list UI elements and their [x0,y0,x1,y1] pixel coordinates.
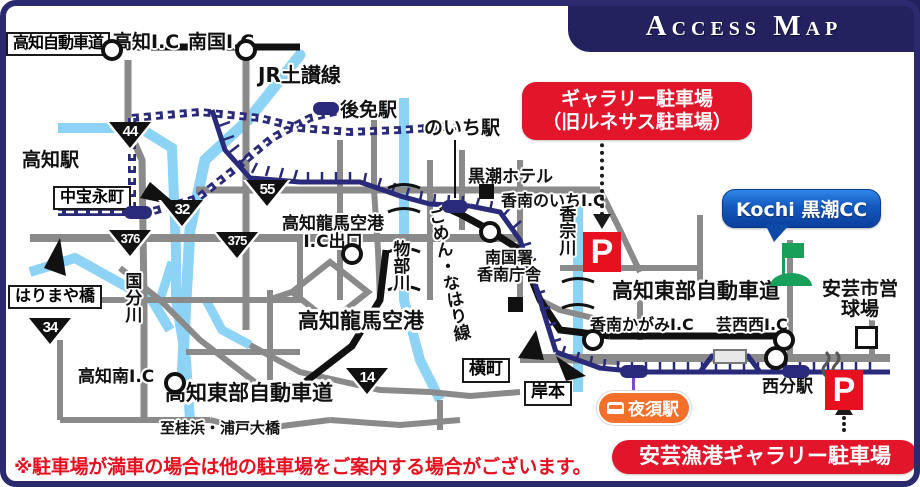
route-shield-14: 14 [343,368,391,398]
route-number: 14 [359,369,376,386]
station-leader-yasu [632,376,635,392]
label-jr-dosan-line: JR土讃線 [258,63,341,87]
label-kochi-ryoma-airport: 高知龍馬空港 [298,309,424,333]
route-shield-32: 32 [158,200,206,230]
callout-aki-port-parking: 安芸漁港ギャラリー駐車場 [612,440,918,474]
route-number: 44 [122,123,139,140]
label-nakahoeicho: 中宝永町 [53,186,132,210]
building-aki-stadium [855,326,878,349]
label-kochi-expressway: 高知自動車道 [6,32,111,56]
node-airport-ic [341,243,363,265]
station-dot-kochi [124,206,152,219]
route-shield-375: 375 [213,232,261,262]
station-dot-yasu [620,365,648,378]
route-number: 375 [227,233,248,248]
label-yokomachi: 横町 [462,358,510,383]
label-konan-kagami-ic: 香南かがみI.C [590,315,694,334]
label-kochi-east-expwy-east: 高知東部自動車道 [612,279,780,303]
building-nangoku-police [508,297,523,312]
route-shield-34: 34 [26,318,74,348]
route-number: 55 [259,181,276,198]
callout-arrow-gallery [593,214,611,229]
bridge-marks-layer [387,183,595,310]
golf-flag-icon [770,243,812,287]
station-dot-noichi [442,200,468,213]
page-title-banner: Access Map [568,0,920,52]
parking-marker-gallery: P [583,232,621,272]
route-number: 376 [120,231,141,246]
callout-gallery-parking: ギャラリー駐車場 （旧ルネサス駐車場） [522,82,752,141]
parking-disclaimer: ※駐車場が満車の場合は他の駐車場をご案内する場合がございます。 [14,456,592,478]
callout-line-1: ギャラリー駐車場 [560,88,713,110]
callout-kochi-cc-label: Kochi 黒潮CC [736,199,868,221]
callout-aki-port-label: 安芸漁港ギャラリー駐車場 [639,444,891,468]
callout-leader-aki-port [842,416,846,432]
label-kuroshio-hotel: 黒潮ホテル [468,167,553,187]
label-konan-noichi-ic: 香南のいちI.C [501,191,605,210]
callout-leader-gallery [600,128,604,216]
page-title: Access Map [645,9,843,42]
label-nangoku-police: 南国署 香南庁舎 [477,248,542,285]
callout-kochi-cc: Kochi 黒潮CC [722,189,882,242]
route-shield-55: 55 [243,180,291,210]
label-to-katsurahama: 至桂浜・浦戸大橋 [160,419,281,437]
station-badge-yasu: 夜須駅 [597,391,691,425]
route-number: 34 [42,319,59,336]
label-geisei-nishi-ic: 芸西西I.C [716,315,788,334]
label-nishibun-station: 西分駅 [762,377,813,397]
callout-line-2: （旧ルネサス駐車場） [542,111,732,134]
label-kokubungawa: 国分川 [121,272,142,323]
label-aki-stadium: 安芸市営 球場 [822,278,899,320]
building-kuroshio-hotel [479,184,494,199]
label-kochi-ic: 高知I.C [113,31,180,53]
station-badge-yasu-label: 夜須駅 [628,400,679,420]
parking-marker-aki-port: P [825,370,863,410]
node-kochi-minami-ic [164,372,186,394]
leader-noichi-station [454,140,456,198]
label-noichi-station: のいち駅 [424,117,501,139]
label-kochi-east-expwy-west: 高知東部自動車道 [165,381,333,405]
node-nangoku-ic [235,39,257,61]
label-airport-ic-exit: 高知龍馬空港 I.C出口 [282,214,384,253]
route-shield-376: 376 [106,230,154,260]
station-dot-nishibun [782,365,810,378]
label-gomen-station: 後免駅 [340,99,398,121]
node-konan-noichi-ic [479,221,501,243]
route-number: 32 [174,201,191,218]
tram-icon [607,401,624,414]
label-kishimoto: 岸本 [524,381,572,406]
station-dot-gomen [313,102,339,115]
label-kochi-station: 高知駅 [22,149,80,171]
label-kochi-minami-ic: 高知南I.C [78,367,155,387]
route-shield-44: 44 [106,122,154,152]
label-kosogawa: 香宗川 [555,205,576,256]
node-kochi-ic [101,39,123,61]
label-harimayabashi: はりまや橋 [8,285,103,309]
label-monobegawa: 物部川 [389,240,410,291]
callout-tail [765,224,790,242]
node-konan-kagami-ic [582,329,604,351]
